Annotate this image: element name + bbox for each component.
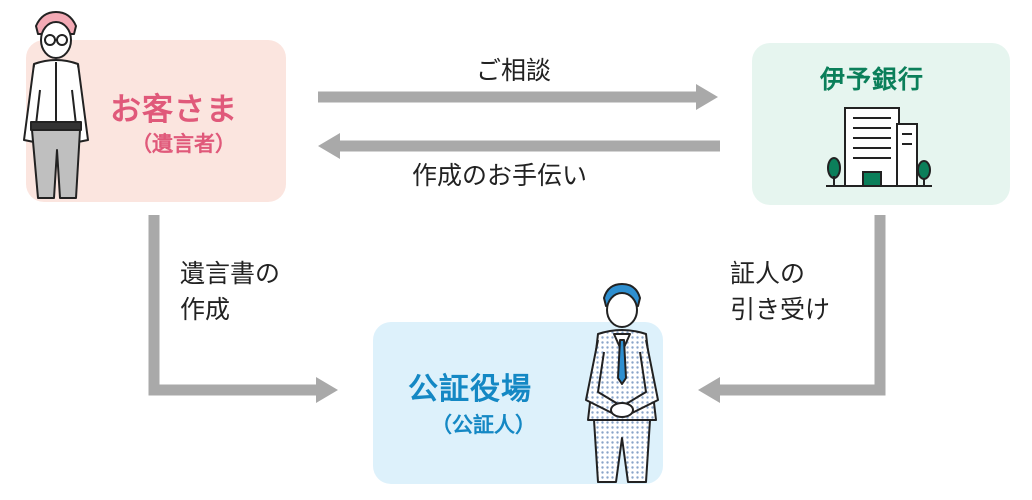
arrowhead-consultation <box>696 84 718 110</box>
arrowhead-will-creation <box>316 377 338 403</box>
customer-title: お客さま <box>110 92 238 128</box>
customer-subtitle: （遺言者） <box>131 132 236 156</box>
consultation-label: ご相談 <box>476 56 552 85</box>
arrowhead-witness <box>698 377 720 403</box>
will-creation-label-line2: 作成 <box>180 295 231 324</box>
arrowhead-assistance <box>318 133 340 159</box>
notary-title: 公証役場 <box>408 372 532 407</box>
arrow-will-creation <box>148 215 318 396</box>
assistance-label: 作成のお手伝い <box>412 161 588 190</box>
notary-subtitle: （公証人） <box>431 413 536 437</box>
bank-title: 伊予銀行 <box>820 65 925 94</box>
will-creation-label-line1: 遺言書の <box>180 259 281 288</box>
witness-label-line2: 引き受け <box>730 295 831 324</box>
arrow-witness <box>718 215 886 396</box>
witness-label-line1: 証人の <box>730 259 806 288</box>
